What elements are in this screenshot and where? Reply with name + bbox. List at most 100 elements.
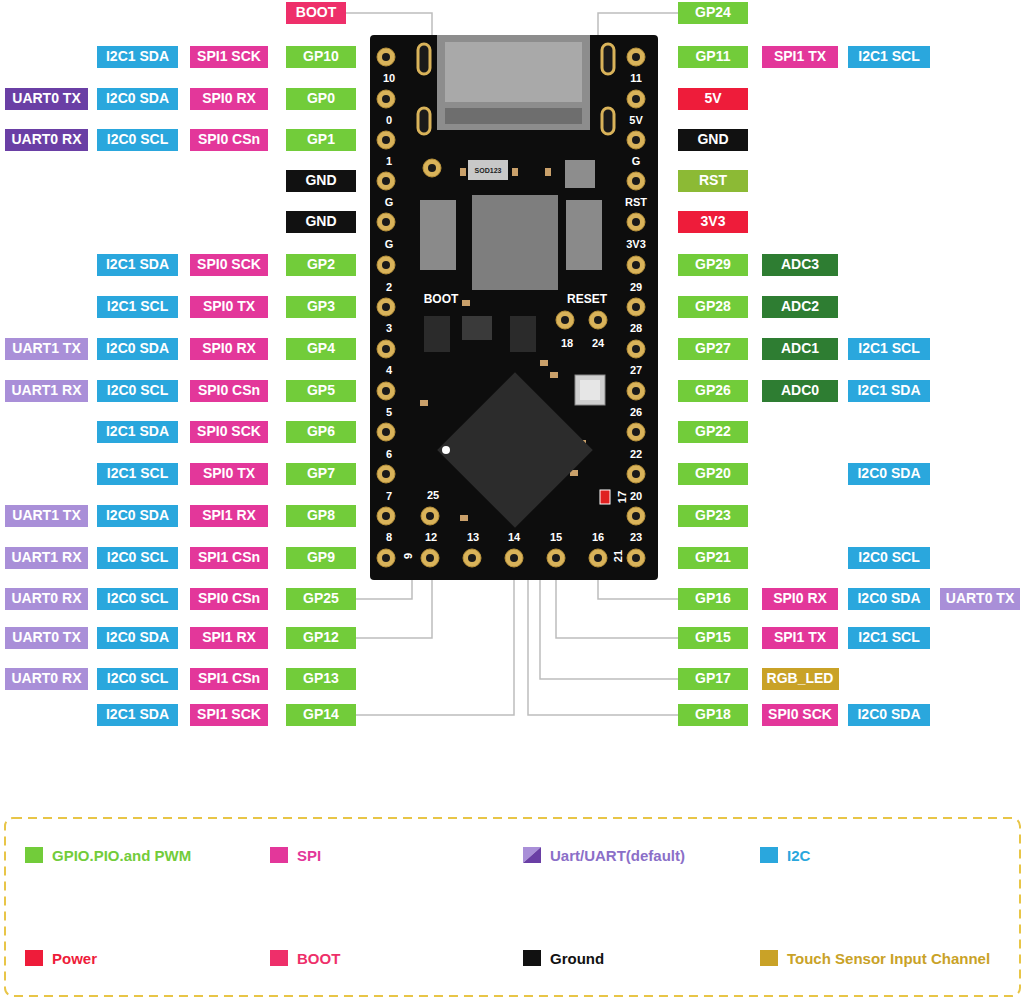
pad-ring: [377, 382, 395, 400]
pin-function-box: UART0 RX: [5, 668, 88, 690]
pin-function-box: UART1 TX: [5, 338, 88, 360]
pin-function-box: GP16: [678, 588, 748, 610]
pin-number: G: [385, 197, 394, 208]
pin-function-box: SPI0 SCK: [190, 421, 268, 443]
slot: [602, 108, 614, 134]
pad-ring: [463, 549, 481, 567]
legend-item: I2C: [760, 845, 810, 865]
pin-function-text: UART0 RX: [11, 132, 81, 147]
smd-part: [545, 168, 551, 176]
pin-function-box: GP15: [678, 627, 748, 649]
pin-function-text: SPI0 TX: [203, 299, 255, 314]
rgb-led: [600, 490, 610, 504]
pin-function-box: GP5: [286, 380, 356, 402]
pad-hole: [552, 554, 560, 562]
diode: [468, 160, 508, 180]
pin-number: 13: [467, 532, 479, 543]
pad-ring: [377, 213, 395, 231]
pad-hole: [382, 512, 390, 520]
pin-function-text: SPI0 SCK: [197, 424, 261, 439]
pin-function-text: SPI0 CSn: [198, 383, 260, 398]
pin-number: 15: [550, 532, 562, 543]
pin-function-box: SPI0 CSn: [190, 129, 268, 151]
legend-swatch: [760, 847, 778, 863]
pad-hole: [382, 303, 390, 311]
pin-function-text: GND: [305, 173, 336, 188]
pin-function-box: I2C1 SCL: [97, 463, 178, 485]
pin1-dot: [442, 446, 450, 454]
pad-ring: [377, 507, 395, 525]
slot: [602, 44, 614, 74]
legend-item: BOOT: [270, 948, 340, 968]
pin-function-box: SPI1 SCK: [190, 704, 268, 726]
pin-function-box: I2C0 SCL: [848, 547, 930, 569]
smd-part: [540, 360, 548, 366]
legend-swatch: [523, 950, 541, 966]
pin-number: 26: [630, 407, 642, 418]
pin-function-text: GP16: [695, 591, 731, 606]
legend-swatch: [270, 847, 288, 863]
pin-function-box: 5V: [678, 88, 748, 110]
pad-hole: [382, 177, 390, 185]
pin-function-box: I2C0 SDA: [848, 704, 930, 726]
pin-function-text: GP8: [307, 508, 335, 523]
pad-ring: [556, 311, 574, 329]
pin-function-text: GP27: [695, 341, 731, 356]
pin-function-box: I2C0 SCL: [97, 588, 178, 610]
pin-function-text: GP22: [695, 424, 731, 439]
pin-function-text: I2C1 SDA: [106, 707, 169, 722]
solder-pad: [377, 465, 395, 483]
pin-function-box: GP11: [678, 46, 748, 68]
pin-number: 27: [630, 365, 642, 376]
pin-function-box: SPI0 SCK: [762, 704, 838, 726]
pin-function-text: GP12: [303, 630, 339, 645]
pad-ring: [377, 549, 395, 567]
silkscreen-text: SOD123: [475, 167, 502, 174]
pad-hole: [594, 316, 602, 324]
component: [565, 160, 595, 188]
pad-hole: [382, 470, 390, 478]
pin-function-box: GP18: [678, 704, 748, 726]
pin-function-box: GP12: [286, 627, 356, 649]
pad-hole: [382, 428, 390, 436]
pin-function-box: I2C0 SDA: [848, 463, 930, 485]
pin-function-text: UART0 RX: [11, 671, 81, 686]
legend-frame: [5, 818, 1020, 996]
solder-pad: [377, 131, 395, 149]
pin-number: 24: [592, 338, 604, 349]
solder-pad: [377, 172, 395, 190]
pad-hole: [594, 554, 602, 562]
pad-ring: [377, 48, 395, 66]
pin-function-text: GP10: [303, 49, 339, 64]
pin-function-text: SPI0 TX: [203, 466, 255, 481]
pin-function-box: GP10: [286, 46, 356, 68]
pin-function-text: I2C0 SDA: [857, 707, 920, 722]
pin-function-text: RGB_LED: [767, 671, 834, 686]
pad-ring: [627, 465, 645, 483]
pin-function-box: I2C0 SDA: [97, 505, 178, 527]
smd-part: [420, 400, 428, 406]
pin-function-box: ADC0: [762, 380, 838, 402]
pin-function-text: I2C0 SDA: [106, 91, 169, 106]
pin-function-box: GP2: [286, 254, 356, 276]
pin-function-box: GP17: [678, 668, 748, 690]
pin-function-box: I2C0 SCL: [97, 547, 178, 569]
pads: [377, 48, 645, 567]
pad-ring: [627, 507, 645, 525]
solder-pad: [627, 298, 645, 316]
pin-function-box: UART0 TX: [5, 627, 88, 649]
pin-function-text: BOOT: [296, 5, 336, 20]
pin-function-text: GP7: [307, 466, 335, 481]
pin-function-box: RST: [678, 170, 748, 192]
pad-ring: [627, 340, 645, 358]
pin-function-text: UART1 RX: [11, 383, 81, 398]
solder-pad: [377, 423, 395, 441]
pin-function-text: SPI1 SCK: [197, 707, 261, 722]
pad-hole: [382, 136, 390, 144]
pin-function-text: I2C0 SCL: [107, 550, 168, 565]
pin-function-box: SPI1 TX: [762, 627, 838, 649]
uart-swatch-part: [523, 847, 541, 863]
pin-function-box: UART1 RX: [5, 380, 88, 402]
pad-hole: [382, 345, 390, 353]
pin-function-box: I2C0 SDA: [848, 588, 930, 610]
